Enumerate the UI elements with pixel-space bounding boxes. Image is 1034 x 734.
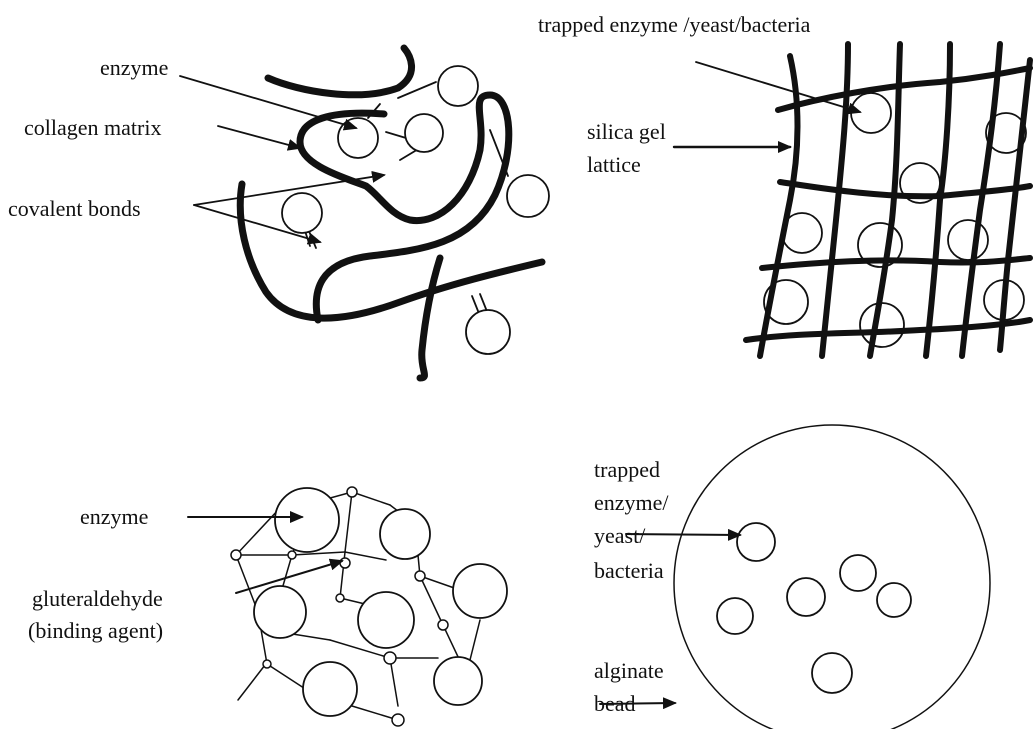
glutaraldehyde-node (263, 660, 271, 668)
arrow-trapped (696, 62, 860, 112)
enzyme-circle (438, 66, 478, 106)
arrow-matrix (218, 126, 300, 148)
silica-arrows (674, 62, 860, 147)
enzyme-circle (405, 114, 443, 152)
enzyme-circle (453, 564, 507, 618)
alginate-bead (674, 425, 990, 729)
label-silica-gel-line1: silica gel (587, 117, 666, 147)
glutaraldehyde-node (384, 652, 396, 664)
strand-s (300, 95, 509, 320)
label-alginate-trapped-line2: enzyme/ (594, 488, 669, 518)
crosslink-enzymes (254, 488, 507, 716)
trapped-cell (860, 303, 904, 347)
enzyme-circle (434, 657, 482, 705)
glutaraldehyde-node (336, 594, 344, 602)
arrow-enzyme (180, 76, 356, 128)
label-alginate-bead-line1: alginate (594, 656, 664, 686)
glutaraldehyde-node (340, 558, 350, 568)
glutaraldehyde-node (392, 714, 404, 726)
enzyme-circle (303, 662, 357, 716)
glutaraldehyde-node (231, 550, 241, 560)
enzyme-circle (466, 310, 510, 354)
enzyme-circle (282, 193, 322, 233)
glutaraldehyde-node (288, 551, 296, 559)
label-collagen-matrix: collagen matrix (24, 113, 161, 143)
label-crosslink-enzyme: enzyme (80, 502, 148, 532)
glutaraldehyde-node (347, 487, 357, 497)
glutaraldehyde-node (438, 620, 448, 630)
label-alginate-trapped-line4: bacteria (594, 556, 664, 586)
strand-top (268, 48, 412, 95)
label-glutaraldehyde-line1: gluteraldehyde (32, 584, 163, 614)
trapped-cell (948, 220, 988, 260)
enzyme-circle (358, 592, 414, 648)
collagen-enzymes (282, 66, 549, 354)
trapped-cell (851, 93, 891, 133)
enzyme-circle (507, 175, 549, 217)
strand-vertical (420, 258, 440, 378)
silica-panel (674, 44, 1030, 356)
enzyme-circle (254, 586, 306, 638)
label-alginate-trapped-line1: trapped (594, 455, 660, 485)
glutaraldehyde-node (415, 571, 425, 581)
crosslink-panel (188, 487, 507, 726)
collagen-panel (180, 48, 549, 378)
enzyme-circle (275, 488, 339, 552)
label-silica-trapped: trapped enzyme /yeast/bacteria (538, 10, 810, 40)
label-collagen-enzyme: enzyme (100, 53, 168, 83)
enzyme-circle (380, 509, 430, 559)
label-silica-gel-line2: lattice (587, 150, 641, 180)
label-glutaraldehyde-line2: (binding agent) (28, 616, 163, 646)
label-covalent-bonds: covalent bonds (8, 194, 141, 224)
label-alginate-trapped-line3: yeast/ (594, 521, 645, 551)
label-alginate-bead-line2: bead (594, 689, 636, 719)
